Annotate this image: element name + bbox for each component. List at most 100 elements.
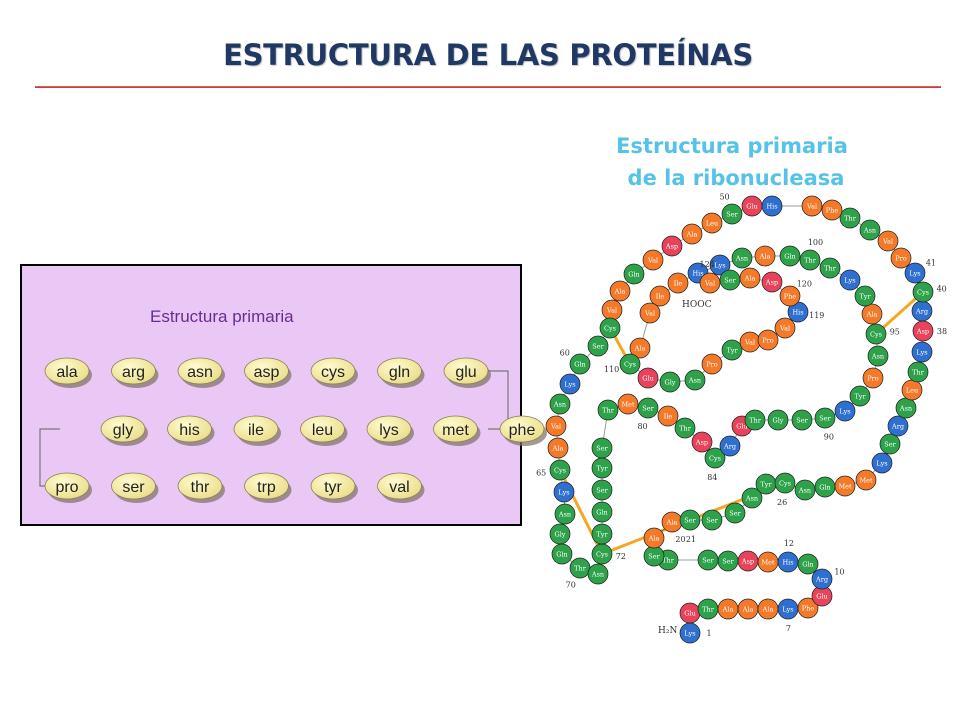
residue-bead: Ala <box>757 598 779 620</box>
residue-label: Tyr <box>854 393 866 401</box>
residue-bead: Asn <box>731 247 753 269</box>
residue-bead: Ser <box>717 550 739 572</box>
residue-bead: Ser <box>591 437 613 459</box>
residue-label: Asn <box>745 495 758 503</box>
residue-label: Ala <box>866 311 878 319</box>
residue-bead: Met <box>855 469 877 491</box>
c-terminal-label: HOOC <box>682 300 712 310</box>
residue-label: Val <box>647 257 658 265</box>
residue-label: Cys <box>779 480 791 488</box>
residue-bead: Ser <box>814 407 836 429</box>
residue-label: Asn <box>558 511 571 519</box>
disulfide-bond <box>875 290 924 336</box>
residue-label: Arg <box>915 308 928 316</box>
residue-bead: Lys <box>777 598 799 620</box>
residue-bead: Ile <box>667 272 689 294</box>
ribonuclease-figure: Estructura primaria de la ribonucleasa L… <box>536 128 960 653</box>
amino-acid-pill: lys <box>366 415 414 446</box>
residue-bead: Cys <box>704 447 726 469</box>
n-terminal-label: H₂N <box>658 626 677 636</box>
residue-label: Asn <box>688 377 701 385</box>
residue-bead: Lys <box>871 452 893 474</box>
residue-label: Ser <box>642 405 654 413</box>
amino-acid-label: leu <box>312 422 333 439</box>
residue-bead: Tyr <box>721 339 743 361</box>
residue-bead: Asp <box>691 431 713 453</box>
residue-number: 40 <box>937 285 947 294</box>
residue-bead: Asn <box>741 487 763 509</box>
residue-bead: Lys <box>709 254 731 276</box>
residue-label: Ala <box>614 288 626 296</box>
amino-acid-label: arg <box>122 364 145 381</box>
residue-label: Thr <box>912 369 925 377</box>
amino-acid-label: gly <box>113 422 133 439</box>
residue-bead: Gln <box>551 543 573 565</box>
residue-number: 7 <box>786 624 791 633</box>
residue-label: Tyr <box>596 465 608 473</box>
residue-label: Cys <box>604 325 616 333</box>
residue-bead: Asn <box>794 479 816 501</box>
residue-bead: Asp <box>661 235 683 257</box>
residue-bead: Pro <box>757 329 779 351</box>
ribonuclease-title-line2: de la ribonucleasa <box>628 166 845 190</box>
residue-label: Thr <box>824 265 837 273</box>
residue-number: 100 <box>808 238 823 247</box>
residue-bead: Gln <box>797 553 819 575</box>
residue-bead: Gln <box>779 245 801 267</box>
residue-label: Ser <box>592 343 604 351</box>
residue-bead: Glu <box>679 602 701 624</box>
residue-label: Val <box>779 325 790 333</box>
residue-bead: Cys <box>774 472 796 494</box>
residue-bead: Gly <box>659 371 681 393</box>
residue-label: Thr <box>662 557 675 565</box>
residue-label: Pro <box>762 337 773 345</box>
residue-bead: Arg <box>887 415 909 437</box>
residue-label: Ser <box>796 417 808 425</box>
residue-label: Tyr <box>596 531 608 539</box>
amino-acid-label: glu <box>455 364 476 381</box>
residue-label: Lys <box>564 381 575 389</box>
residue-label: Ser <box>596 445 608 453</box>
residue-number: 72 <box>616 552 626 561</box>
residue-bead: Lys <box>553 481 575 503</box>
amino-acid-label: phe <box>509 422 536 439</box>
residue-label: Ser <box>819 415 831 423</box>
residue-bead: Gln <box>591 501 613 523</box>
residue-bead: Asn <box>554 503 576 525</box>
amino-acid-pill: pro <box>44 472 92 503</box>
residue-bead: Ser <box>697 549 719 571</box>
residue-bead: Arg <box>719 435 741 457</box>
residue-bead: Glu <box>637 367 659 389</box>
residue-number: 80 <box>637 422 647 431</box>
residue-bead: Asn <box>549 393 571 415</box>
residue-label: Asn <box>863 227 876 235</box>
residue-label: Ser <box>724 277 736 285</box>
residue-label: Cys <box>917 289 929 297</box>
residue-bead: Asp <box>737 550 759 572</box>
amino-acid-pill: trp <box>244 472 292 503</box>
residue-bead: Ile <box>649 285 671 307</box>
residue-bead: Asn <box>867 345 889 367</box>
residue-bead: Ser <box>719 269 741 291</box>
amino-acid-pill: glu <box>443 357 491 388</box>
residue-label: Met <box>761 559 775 567</box>
residue-label: Thr <box>844 215 857 223</box>
residue-label: Ile <box>674 280 683 288</box>
amino-acid-pill: cys <box>310 357 358 388</box>
residue-label: Gly <box>665 379 676 387</box>
residue-number: 60 <box>560 349 570 358</box>
residue-bead: Ser <box>679 509 701 531</box>
residue-label: Ser <box>684 517 696 525</box>
residue-label: Gly <box>773 417 784 425</box>
residue-bead: Ala <box>861 303 883 325</box>
residue-label: Arg <box>815 576 828 584</box>
residue-bead: Ser <box>643 545 665 567</box>
residue-label: Ala <box>762 606 774 614</box>
residue-label: Leu <box>706 220 718 228</box>
residue-bead: Cys <box>599 317 621 339</box>
residue-bead: Leu <box>701 212 723 234</box>
residue-bead: Ser <box>637 397 659 419</box>
residue-bead: Lys <box>839 269 861 291</box>
residue-label: Ala <box>742 606 754 614</box>
